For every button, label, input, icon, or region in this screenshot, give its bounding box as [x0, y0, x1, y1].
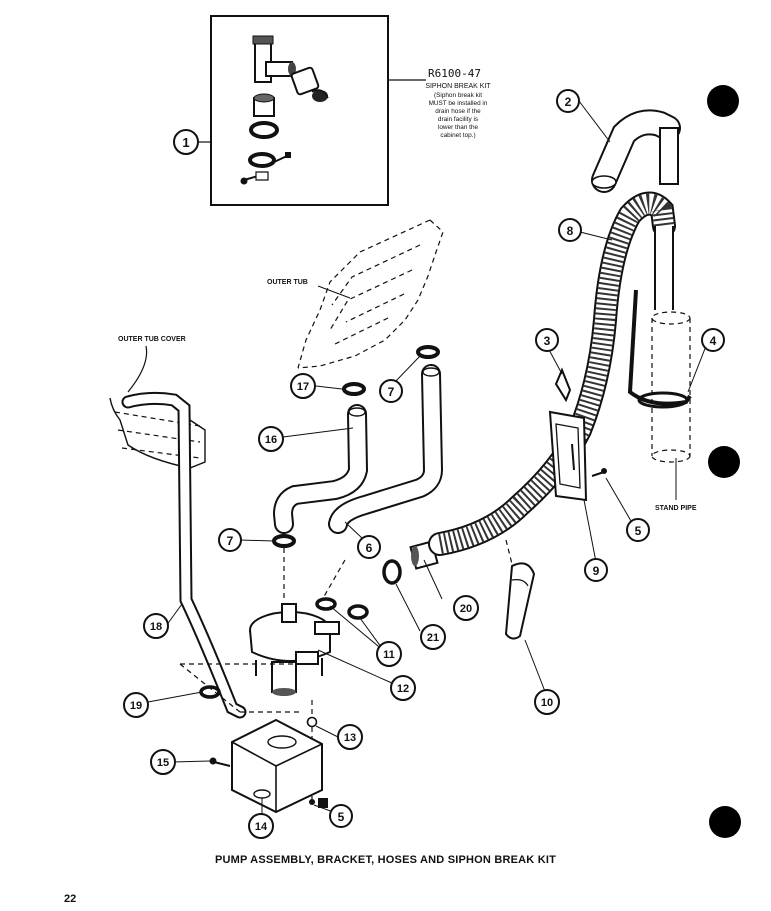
- hose-elbow-2: [591, 109, 681, 193]
- hose-16: [272, 404, 369, 534]
- svg-text:17: 17: [297, 381, 309, 393]
- kit-note: (Siphon break kit MUST be installed in d…: [429, 92, 488, 139]
- svg-text:15: 15: [157, 757, 169, 769]
- siphon-break-kit-box: R6100-47 SIPHON BREAK KIT (Siphon break …: [198, 15, 491, 206]
- screw-5-upper: [591, 468, 607, 477]
- hanger-strap-4: [627, 289, 692, 409]
- callout-7-upper: 7: [379, 379, 403, 403]
- callout-11: 11: [376, 641, 402, 667]
- clamp-11-a: [315, 597, 337, 611]
- hose-18: [121, 391, 247, 719]
- callout-21: 21: [420, 624, 446, 650]
- pump-assembly: [249, 548, 346, 696]
- siphon-tee-fitting: [252, 35, 296, 83]
- callout-18: 18: [143, 613, 169, 639]
- hose-6: [328, 364, 444, 534]
- clamp-11-b: [347, 604, 369, 620]
- svg-text:18: 18: [150, 621, 162, 633]
- outer-tub-outline: OUTER TUB: [267, 219, 444, 369]
- svg-text:14: 14: [255, 821, 268, 833]
- kit-note-line: cabinet top.): [440, 132, 475, 139]
- kit-note-line: MUST be installed in: [429, 100, 488, 107]
- callout-5-lower: 5: [329, 804, 353, 828]
- siphon-coupling: [290, 66, 329, 102]
- callouts: 1 2 3 4 5 6 7 7 8 9 10 11 12 13 14 15 16…: [123, 89, 725, 839]
- svg-text:6: 6: [366, 541, 373, 555]
- svg-text:19: 19: [130, 700, 142, 712]
- callout-6: 6: [357, 535, 381, 559]
- hose-clip-10: [504, 539, 536, 640]
- svg-text:8: 8: [567, 224, 574, 238]
- callout-19: 19: [123, 692, 149, 718]
- callout-1: 1: [173, 129, 199, 155]
- clamp-7-upper: [416, 345, 440, 359]
- screw-15: [209, 757, 231, 767]
- svg-text:1: 1: [182, 135, 189, 150]
- screw-5-lower: [309, 799, 315, 805]
- siphon-adapter: [253, 93, 275, 117]
- svg-text:9: 9: [593, 564, 600, 578]
- svg-text:10: 10: [541, 697, 553, 709]
- drain-hose-8: [428, 191, 676, 556]
- kit-note-line: lower than the: [438, 124, 479, 131]
- svg-text:12: 12: [397, 683, 409, 695]
- svg-text:3: 3: [544, 334, 551, 348]
- callout-12: 12: [390, 675, 416, 701]
- kit-note-line: (Siphon break kit: [434, 92, 482, 99]
- page-number: 22: [64, 893, 77, 905]
- callout-16: 16: [258, 426, 284, 452]
- hose-bracket-9: [548, 410, 588, 502]
- callout-13: 13: [337, 724, 363, 750]
- kit-part-number: R6100-47: [428, 67, 481, 80]
- clamp-7-lower: [272, 534, 296, 548]
- svg-text:13: 13: [344, 732, 356, 744]
- kit-note-line: drain facility is: [438, 116, 478, 123]
- callout-9: 9: [584, 558, 608, 582]
- svg-text:7: 7: [227, 534, 234, 548]
- svg-text:5: 5: [338, 810, 345, 824]
- callout-4: 4: [701, 328, 725, 352]
- pump-bracket-14: [231, 718, 328, 814]
- callout-7-lower: 7: [218, 528, 242, 552]
- svg-text:7: 7: [388, 385, 395, 399]
- callout-5-upper: 5: [626, 518, 650, 542]
- svg-text:11: 11: [383, 649, 395, 661]
- callout-17: 17: [290, 373, 316, 399]
- svg-text:20: 20: [460, 603, 472, 615]
- svg-text:5: 5: [635, 524, 642, 538]
- svg-text:21: 21: [427, 632, 439, 644]
- siphon-clamp-lower: [248, 152, 291, 168]
- callout-20: 20: [453, 595, 479, 621]
- binder-hole-middle: [708, 446, 740, 478]
- siphon-clamp-upper: [249, 121, 279, 139]
- svg-text:4: 4: [710, 334, 717, 348]
- callout-8: 8: [558, 218, 582, 242]
- callout-15: 15: [150, 749, 176, 775]
- clamp-17: [342, 382, 366, 396]
- kit-note-line: drain hose if the: [435, 108, 481, 115]
- callout-14: 14: [248, 813, 274, 839]
- clamp-21: [382, 559, 402, 585]
- svg-text:2: 2: [565, 95, 572, 109]
- callout-2: 2: [556, 89, 580, 113]
- kit-title: SIPHON BREAK KIT: [425, 83, 491, 90]
- diagram-caption: PUMP ASSEMBLY, BRACKET, HOSES AND SIPHON…: [214, 854, 557, 866]
- nut-13: [306, 716, 318, 728]
- binder-hole-top: [707, 85, 739, 117]
- outer-tub-label: OUTER TUB: [267, 279, 308, 286]
- outer-tub-cover-label: OUTER TUB COVER: [118, 336, 186, 343]
- callout-10: 10: [534, 689, 560, 715]
- binder-hole-bottom: [709, 806, 741, 838]
- stand-pipe-label: STAND PIPE: [655, 505, 697, 512]
- svg-text:16: 16: [265, 434, 277, 446]
- callout-3: 3: [535, 328, 559, 352]
- clip-3: [554, 367, 572, 403]
- stand-pipe: STAND PIPE: [651, 311, 697, 512]
- clamp-19: [199, 685, 221, 699]
- siphon-screw: [240, 171, 269, 185]
